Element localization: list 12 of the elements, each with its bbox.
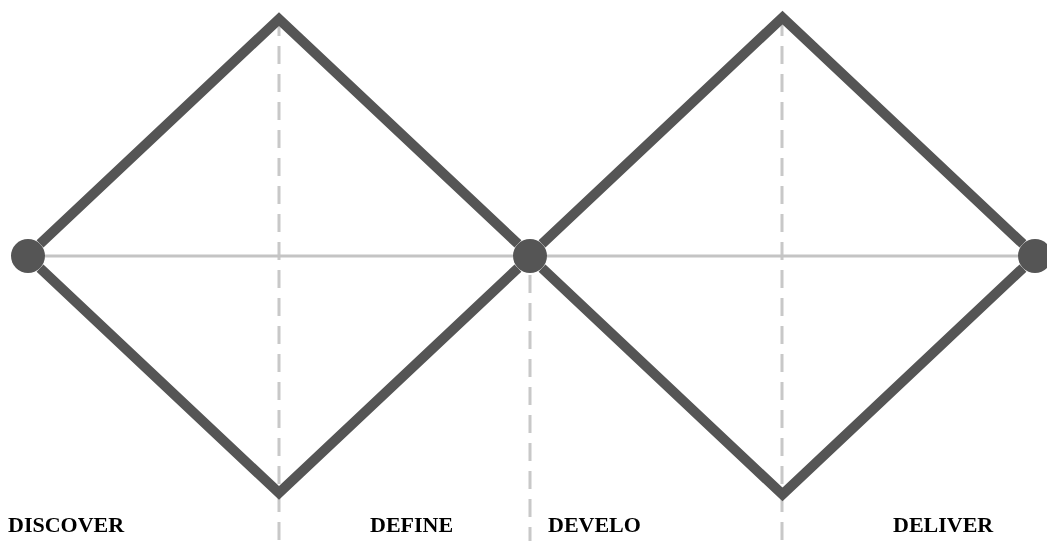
junction-dot (512, 238, 548, 274)
diamond-line (538, 10, 1027, 248)
phase-label: DELIVER (893, 512, 994, 538)
phase-label: DISCOVER (8, 512, 125, 538)
axis-line (45, 254, 513, 258)
phase-label: DEVELO (548, 512, 641, 538)
phase-label: DEFINE (370, 512, 454, 538)
diamond-line (36, 264, 522, 500)
junction-dot (10, 238, 46, 274)
diamond-line (36, 12, 522, 248)
axis-line (547, 254, 1018, 258)
diamond-line (538, 264, 1027, 502)
